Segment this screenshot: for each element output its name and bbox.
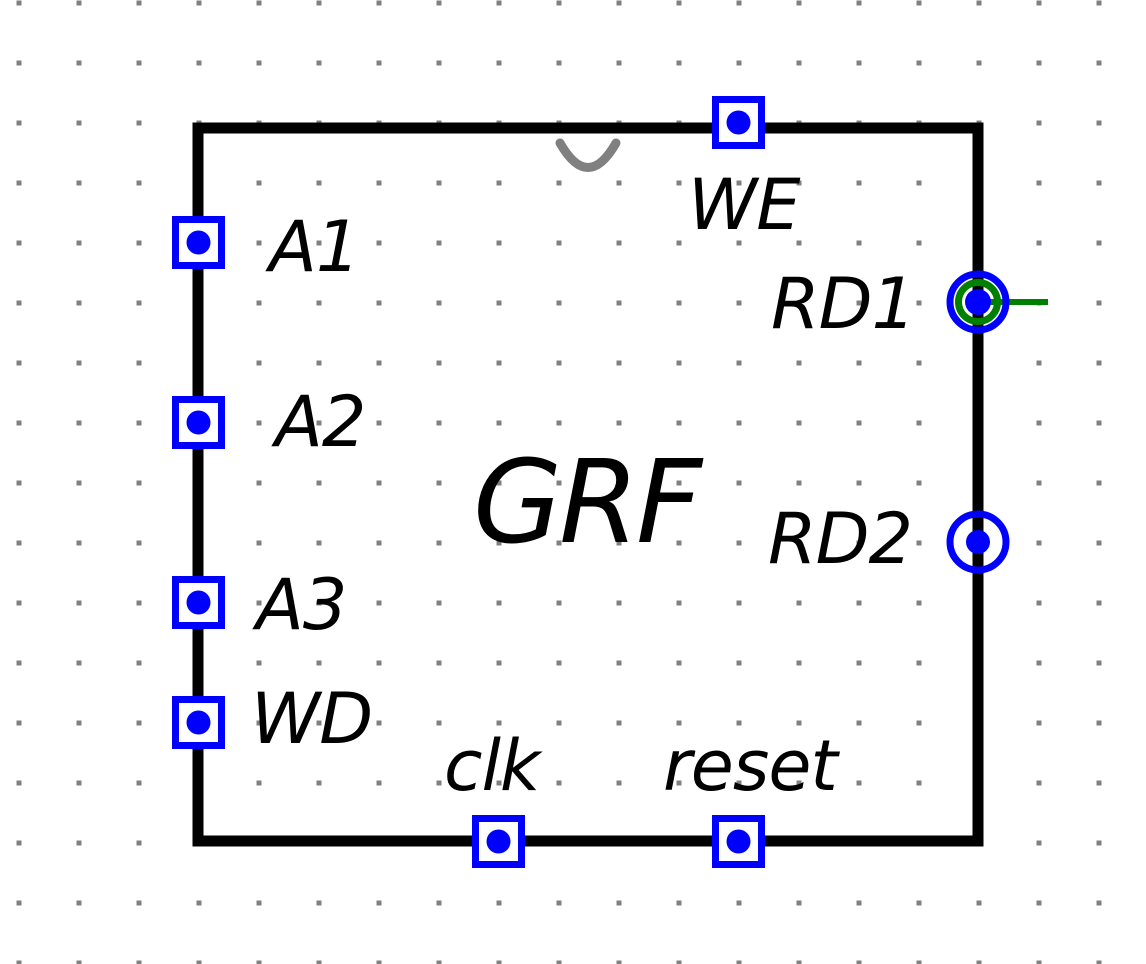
pin-label-a1: A1: [269, 206, 360, 288]
pin-rd2-ring: [946, 510, 1010, 574]
pin-rd1-dot: [965, 289, 991, 315]
component-body[interactable]: [192, 122, 984, 847]
pin-reset[interactable]: [712, 815, 765, 868]
pin-we-square: [712, 96, 765, 149]
pin-a2-dot: [186, 410, 211, 435]
pin-a1[interactable]: [172, 216, 225, 269]
pin-label-wd: WD: [251, 678, 373, 760]
pin-we[interactable]: [712, 96, 765, 149]
pin-label-rd1: RD1: [771, 263, 916, 345]
pin-a2[interactable]: [172, 396, 225, 449]
pin-rd2[interactable]: [946, 510, 1010, 574]
pin-reset-dot: [726, 829, 751, 854]
pin-rd2-dot: [966, 530, 990, 554]
pin-rd1-highlight-ring: [955, 279, 1001, 325]
pin-label-clk: clk: [444, 725, 540, 807]
pin-label-rd2: RD2: [768, 498, 913, 580]
pin-label-a2: A2: [275, 381, 366, 463]
pin-wd[interactable]: [172, 696, 225, 749]
pin-rd1[interactable]: [946, 270, 1010, 334]
pin-label-reset: reset: [663, 725, 838, 807]
pin-wd-dot: [186, 710, 211, 735]
pin-clk-dot: [486, 829, 511, 854]
pin-clk[interactable]: [472, 815, 525, 868]
pin-label-a3: A3: [256, 564, 347, 646]
pin-a3[interactable]: [172, 576, 225, 629]
pin-rd1-ring: [946, 270, 1010, 334]
pin-we-dot: [726, 110, 751, 135]
orientation-notch-icon: [555, 138, 621, 172]
pin-a1-dot: [186, 230, 211, 255]
pin-label-we: WE: [688, 164, 800, 246]
pin-wd-square: [172, 696, 225, 749]
pin-a3-dot: [186, 590, 211, 615]
component-name-label: GRF: [473, 436, 702, 570]
